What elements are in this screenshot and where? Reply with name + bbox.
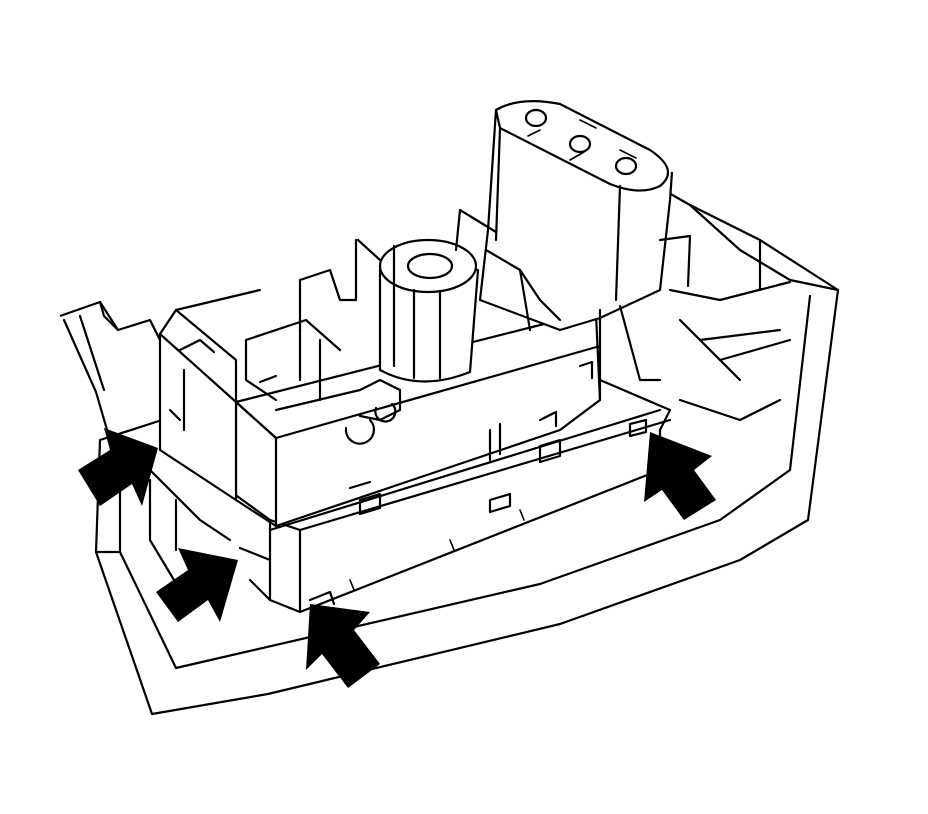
tab-release-arrow-icon [156, 548, 238, 622]
tab-release-arrow-icon [78, 428, 158, 506]
tab-release-arrow-icon [644, 432, 716, 520]
main-housing [158, 288, 602, 528]
cylinder-boss [298, 238, 480, 383]
release-tab-arrows [78, 428, 716, 688]
knob-tower [454, 100, 692, 402]
tab-release-arrow-icon [306, 604, 380, 688]
